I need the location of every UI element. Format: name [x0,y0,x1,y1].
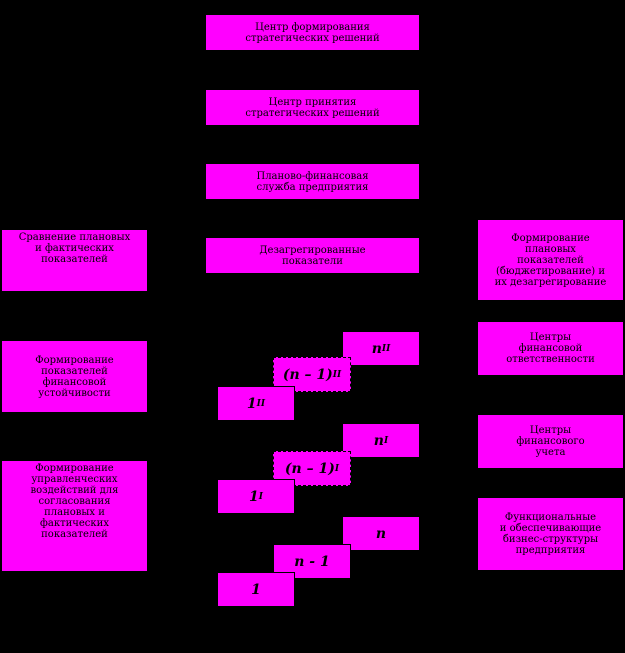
planned-indicators-forming: Формирование плановых показателей (бюдже… [477,219,624,301]
financial-stability-indicators-label: Формирование показателей финансовой усто… [35,354,114,399]
level-n-minus-1-i-label: (n – 1) [284,460,335,477]
strategic-decision-forming-center-label: Центр формирования стратегических решени… [245,21,380,44]
plan-fact-comparison: Сравнение плановых и фактических показат… [1,229,148,292]
level-1-i-label: 1 [249,488,259,505]
level-n-minus-1-ii-sup: II [332,369,342,380]
financial-stability-indicators: Формирование показателей финансовой усто… [1,340,148,413]
financial-accounting-centers-label: Центры финансового учета [516,425,585,458]
planning-finance-service-label: Планово-финансовая служба предприятия [256,170,369,193]
financial-responsibility-centers-label: Центры финансовой ответственности [506,332,595,365]
functional-business-structures-label: Функциональные и обеспечивающие бизнес-с… [499,512,602,556]
strategic-decision-making-center: Центр принятия стратегических решений [205,89,420,126]
level-1-label: 1 [251,581,261,598]
level-n-label: n [375,525,387,542]
level-1-ii-sup: II [256,398,266,409]
functional-business-structures: Функциональные и обеспечивающие бизнес-с… [477,497,624,571]
planned-indicators-forming-label: Формирование плановых показателей (бюдже… [494,232,607,288]
management-influence-forming: Формирование управленческих воздействий … [1,460,148,572]
financial-responsibility-centers: Центры финансовой ответственности [477,321,624,376]
level-n-minus-1-ii-label: (n – 1) [282,366,333,383]
level-n-i-label: n [373,432,384,449]
strategic-decision-making-center-label: Центр принятия стратегических решений [245,96,380,119]
level-n: n [342,516,420,551]
strategic-decision-forming-center: Центр формирования стратегических решени… [205,14,420,51]
financial-accounting-centers: Центры финансового учета [477,414,624,469]
level-1-i-sup: I [258,491,263,502]
level-n-minus-1-i-sup: I [334,463,340,474]
disaggregated-indicators: Дезагрегированные показатели [205,237,420,274]
disaggregated-indicators-label: Дезагрегированные показатели [259,244,366,267]
level-1: 1 [217,572,295,607]
level-n-i-sup: I [383,435,389,446]
level-n-minus-1-label: n - 1 [294,553,330,570]
plan-fact-comparison-label: Сравнение плановых и фактических показат… [18,232,131,265]
level-n-ii-sup: II [381,343,391,354]
management-influence-forming-label: Формирование управленческих воздействий … [30,463,119,540]
level-n-ii-label: n [371,340,382,357]
level-1-ii-label: 1 [246,395,257,412]
planning-finance-service: Планово-финансовая служба предприятия [205,163,420,200]
